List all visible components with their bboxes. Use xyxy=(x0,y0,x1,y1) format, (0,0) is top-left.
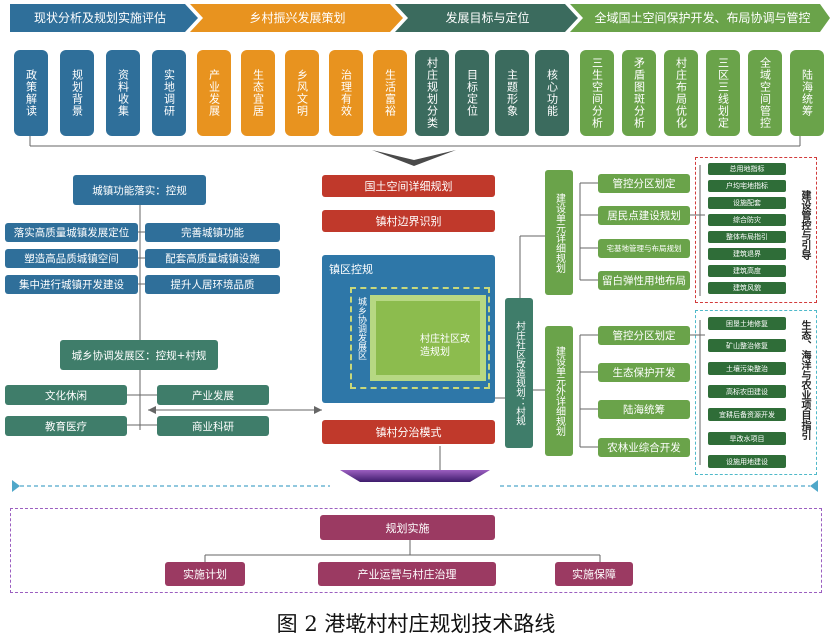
inner-sub-disaster: 综合防灾 xyxy=(708,214,786,226)
phase-1-arrow xyxy=(10,4,198,32)
outer-sub-farmland: 高标农田建设 xyxy=(708,385,786,398)
inner-sub-height: 建筑高度 xyxy=(708,265,786,277)
inner-sub-layout: 整体布局指引 xyxy=(708,231,786,243)
top-box-village-class: 村庄规划分类 xyxy=(415,50,449,136)
outer-sub-frame xyxy=(695,310,817,475)
outer-side-label: 生态、海洋与农业项目指引 xyxy=(799,320,810,440)
top-box-background: 规划背景 xyxy=(60,50,94,136)
outer-item-agri: 农林业综合开发 xyxy=(598,438,690,457)
center-boundary: 镇村边界识别 xyxy=(322,210,495,232)
phase-4-arrow xyxy=(570,4,830,32)
left-item-function: 完善城镇功能 xyxy=(145,223,280,242)
top-box-civility: 乡风文明 xyxy=(285,50,319,136)
left-item-positioning: 落实高质量城镇发展定位 xyxy=(5,223,138,242)
phase-3-arrow xyxy=(395,4,578,32)
inner-unit-label: 建设单元详细规划 xyxy=(545,170,573,295)
top-box-survey: 实地调研 xyxy=(152,50,186,136)
outer-sub-facility-land: 设施用地建设 xyxy=(708,455,786,468)
outer-unit-label: 建设单元外详细规划 xyxy=(545,326,573,456)
outer-sub-mine: 矿山整治修复 xyxy=(708,339,786,352)
figure-caption: 图 2 港墘村村庄规划技术路线 xyxy=(276,612,556,636)
top-box-core: 核心功能 xyxy=(535,50,569,136)
inner-sub-total-land: 总用地指标 xyxy=(708,163,786,175)
top-box-policy: 政策解读 xyxy=(14,50,48,136)
left-item-development: 集中进行城镇开发建设 xyxy=(5,275,138,294)
top-box-theme: 主题形象 xyxy=(495,50,529,136)
village-zone-label: 村庄社区改造规划 xyxy=(420,334,470,358)
inner-side-label: 建设管控与引导 xyxy=(799,190,810,260)
top-box-ecology: 生态宜居 xyxy=(241,50,275,136)
outer-item-land-sea: 陆海统筹 xyxy=(598,400,690,419)
implementation-guarantee: 实施保障 xyxy=(555,562,633,586)
inner-item-settlement: 居民点建设规划 xyxy=(598,206,690,225)
center-detailed-planning: 国土空间详细规划 xyxy=(322,175,495,197)
top-box-goal: 目标定位 xyxy=(455,50,489,136)
down-arrow-purple xyxy=(340,470,490,482)
left-title: 城镇功能落实：控规 xyxy=(73,175,206,205)
implementation-operation: 产业运营与村庄治理 xyxy=(318,562,496,586)
implementation-plan: 实施计划 xyxy=(165,562,245,586)
left-bottom-industry: 产业发展 xyxy=(157,385,269,405)
outer-sub-reserve: 宜耕后备资源开发 xyxy=(708,408,786,421)
implementation-frame xyxy=(10,508,822,593)
top-box-conflict: 矛盾图斑分析 xyxy=(622,50,656,136)
implementation-title: 规划实施 xyxy=(320,515,495,540)
village-plan-label: 村庄社区改造规划：村规 xyxy=(505,298,533,448)
outer-sub-land-repair: 困垦土地修复 xyxy=(708,317,786,330)
inner-sub-frame xyxy=(695,157,817,303)
inner-item-zoning: 管控分区划定 xyxy=(598,174,690,193)
urban-rural-zone xyxy=(350,287,490,389)
outer-item-zoning: 管控分区划定 xyxy=(598,326,690,345)
inner-item-reserve: 留白弹性用地布局 xyxy=(598,271,690,290)
inner-sub-setback: 建筑退界 xyxy=(708,248,786,260)
connector-lines xyxy=(12,136,818,563)
left-bottom-education: 教育医疗 xyxy=(5,416,127,436)
left-coord-title: 城乡协调发展区：控规+村规 xyxy=(60,340,218,370)
outer-sub-soil: 土壤污染整治 xyxy=(708,362,786,375)
phase-2-arrow xyxy=(190,4,403,32)
top-box-data: 资料收集 xyxy=(106,50,140,136)
top-box-land-sea: 陆海统筹 xyxy=(790,50,824,136)
inner-sub-facilities: 设施配套 xyxy=(708,197,786,209)
left-item-facilities: 配套高质量城镇设施 xyxy=(145,249,280,268)
phase-4-label: 全域国土空间保护开发、布局协调与管控 xyxy=(594,10,811,25)
town-control-box: 镇区控规 城乡协调发展区 村庄社区改造规划 xyxy=(322,255,495,403)
top-box-industry: 产业发展 xyxy=(197,50,231,136)
top-box-layout: 村庄布局优化 xyxy=(664,50,698,136)
left-bottom-culture: 文化休闲 xyxy=(5,385,127,405)
top-box-prosperity: 生活富裕 xyxy=(373,50,407,136)
center-governance-mode: 镇村分治模式 xyxy=(322,420,495,444)
inner-sub-style: 建筑风貌 xyxy=(708,282,786,294)
left-item-environment: 提升人居环境品质 xyxy=(145,275,280,294)
left-bottom-commerce: 商业科研 xyxy=(157,416,269,436)
phase-1-label: 现状分析及规划实施评估 xyxy=(33,10,166,25)
town-control-label: 镇区控规 xyxy=(329,263,373,276)
outer-item-ecology: 生态保护开发 xyxy=(598,363,690,382)
village-zone: 村庄社区改造规划 xyxy=(370,295,486,381)
phase-2-label: 乡村振兴发展策划 xyxy=(249,10,346,25)
phase-3-label: 发展目标与定位 xyxy=(445,10,530,25)
top-box-governance: 治理有效 xyxy=(329,50,363,136)
inner-sub-household: 户均宅地指标 xyxy=(708,180,786,192)
top-box-three-spaces: 三生空间分析 xyxy=(580,50,614,136)
outer-sub-paddy: 旱改水项目 xyxy=(708,432,786,445)
top-box-three-lines: 三区三线划定 xyxy=(706,50,740,136)
inner-item-homestead: 宅基地管理与布局规划 xyxy=(598,239,690,258)
top-box-control: 全域空间管控 xyxy=(748,50,782,136)
urban-rural-label: 城乡协调发展区 xyxy=(356,297,366,360)
left-item-space: 塑造高品质城镇空间 xyxy=(5,249,138,268)
phase-arrows xyxy=(10,4,830,32)
